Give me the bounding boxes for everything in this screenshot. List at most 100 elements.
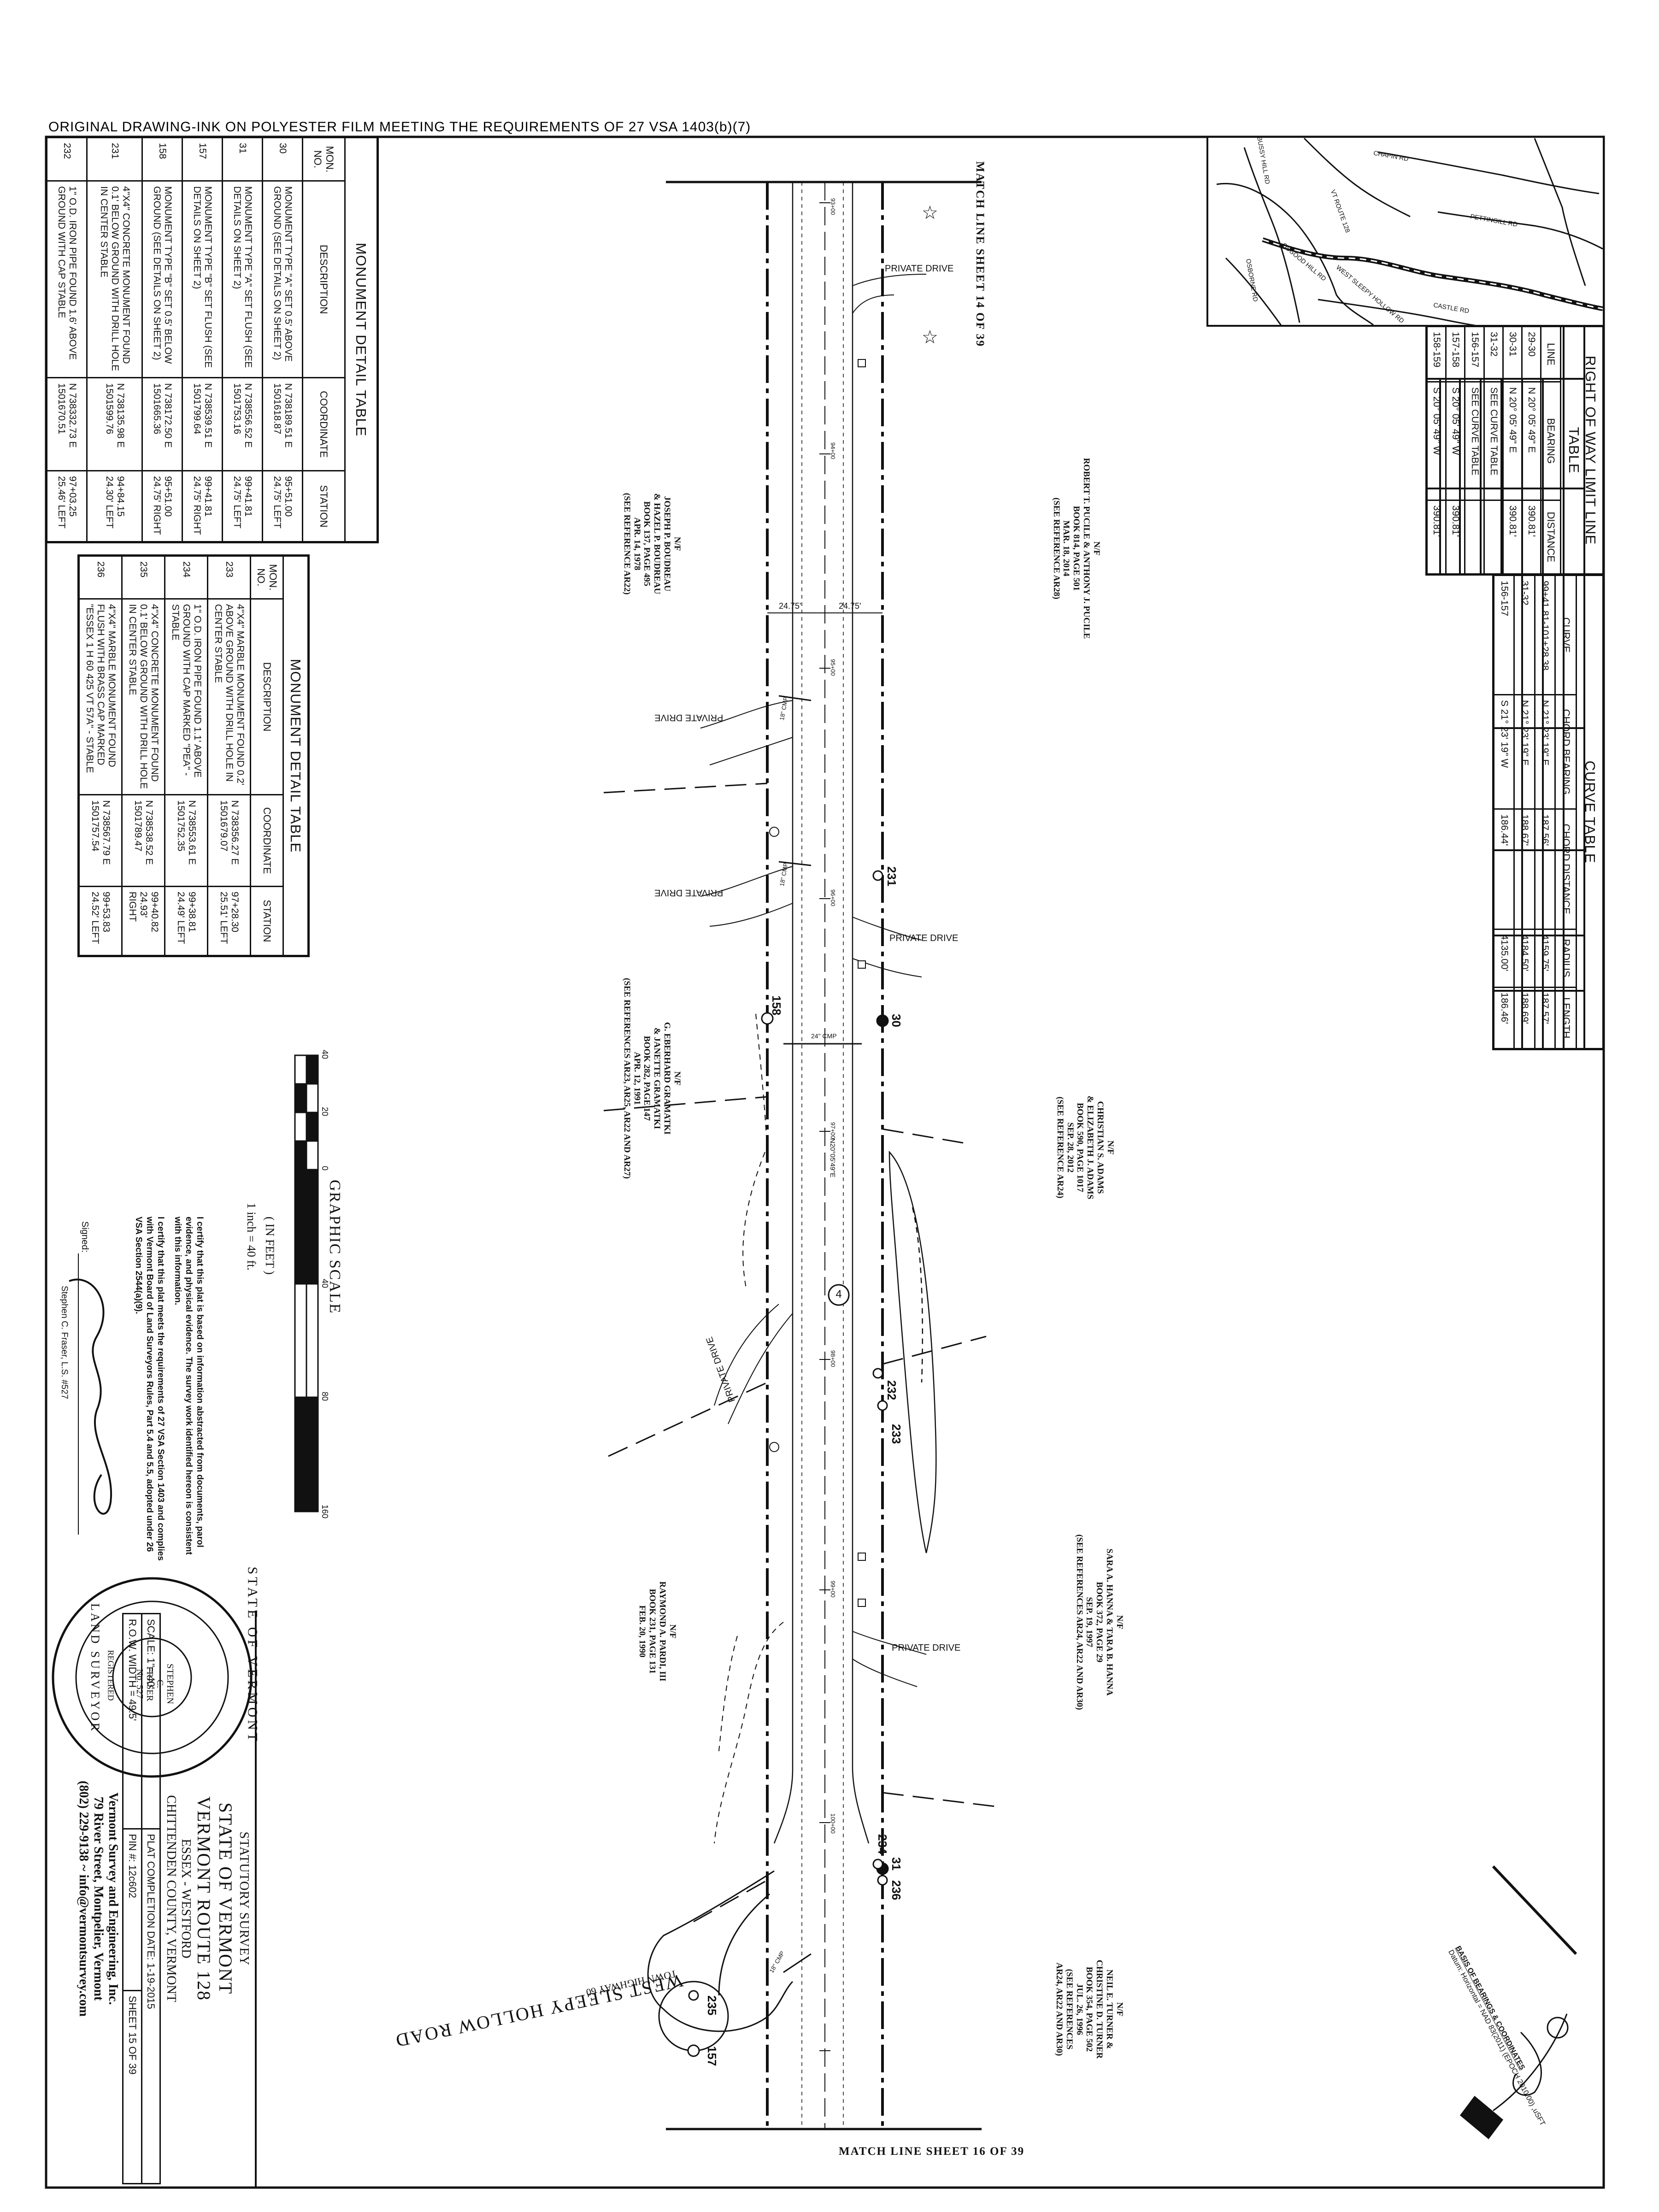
svg-text:☆: ☆	[922, 202, 938, 224]
title-sheet: SHEET 15 OF 39	[123, 1990, 142, 2184]
svg-text:☆: ☆	[922, 327, 938, 348]
dim-label-east: 24.75'	[839, 601, 861, 611]
dim-label-west: 24.75'	[779, 601, 801, 611]
monument-232	[872, 1368, 883, 1379]
utility-poles	[769, 359, 866, 1607]
scale-bar-north	[1492, 1865, 1577, 1955]
certification-block: I certify that this plat is based on inf…	[133, 1217, 206, 1567]
private-drive-label-4: PRIVATE DRIVE	[889, 933, 959, 943]
row-lines	[766, 182, 884, 2129]
title-address: 79 River Street, Montpelier, Vermont	[91, 1796, 106, 2001]
monument-30	[876, 1014, 889, 1027]
graphic-scale-ratio: 1 inch = 40 ft.	[245, 1203, 258, 1271]
private-drive-label-2: PRIVATE DRIVE	[654, 712, 724, 723]
culverts	[778, 695, 862, 1973]
title-state: STATE OF VERMONT	[215, 1802, 236, 1995]
match-line-bottom-label: MATCH LINE SHEET 16 OF 39	[839, 2145, 1025, 2158]
title-contact: (802) 229-9138 ~ info@vermontsurvey.com	[76, 1781, 91, 2017]
private-drive-label-3: PRIVATE DRIVE	[654, 888, 724, 898]
monument-236	[877, 1875, 888, 1886]
location-map-roads	[1216, 137, 1603, 326]
private-drive-lines	[700, 274, 927, 1687]
title-block: STATUTORY SURVEY STATE OF VERMONT VERMON…	[48, 1613, 256, 2184]
monument-table-1-title: MONUMENT DETAIL TABLE	[345, 137, 377, 542]
title-route: VERMONT ROUTE 128	[194, 1796, 214, 2001]
pavement-areas	[888, 1150, 937, 1553]
monument-233	[877, 1400, 888, 1411]
monument-158	[761, 1012, 774, 1025]
route-marker-circle	[828, 1284, 850, 1306]
certification-para-1: I certify that this plat is based on inf…	[173, 1217, 205, 1555]
title-type: STATUTORY SURVEY	[237, 1831, 251, 1966]
centerline-bearing: N20°05'49"E	[829, 1138, 836, 1178]
certification-para-2: I certify that this plat meets the requi…	[134, 1217, 165, 1561]
private-drive-label-6: PRIVATE DRIVE	[892, 1643, 961, 1653]
title-towns: ESSEX - WESTFORD	[179, 1839, 193, 1959]
title-county: CHITTENDEN COUNTY, VERMONT	[164, 1795, 178, 2002]
header-note: ORIGINAL DRAWING-INK ON POLYESTER FILM M…	[48, 119, 751, 135]
sheet-border	[45, 135, 1605, 2189]
location-map-labels: BUSSY HILL RD CHAPIN RD VT ROUTE 128 PET…	[1245, 136, 1518, 325]
station-ticks	[819, 202, 830, 2051]
monument-table-2-title: MONUMENT DETAIL TABLE	[283, 556, 308, 956]
monument-235	[688, 1990, 699, 2001]
title-scale: SCALE: 1"= 40'	[141, 1613, 160, 1829]
curve-table-frame	[1492, 574, 1605, 1050]
monument-231	[872, 870, 883, 881]
surveyor-name: Stephen C. Fraser, L.S. #527	[59, 1286, 69, 1400]
row-limit-table-frame	[1425, 325, 1605, 576]
surveyor-seal	[52, 1577, 253, 1778]
signature	[69, 1278, 112, 1515]
edge-lines	[714, 1013, 784, 1844]
curve-table: CURVE TABLE CURVE CHORD BEARING CHORD DI…	[1493, 575, 1604, 1049]
monument-234	[872, 1859, 883, 1870]
row-limit-table: RIGHT OF WAY LIMIT LINE TABLE LINE BEARI…	[1426, 326, 1604, 575]
graphic-scale-bar	[294, 1054, 319, 1512]
graphic-scale-title: GRAPHIC SCALE	[326, 1180, 343, 1314]
monument-symbols	[687, 870, 889, 2057]
title-company: Vermont Survey and Engineering, Inc.	[106, 1792, 121, 2005]
monument-157	[687, 2044, 700, 2057]
match-line-top-label: MATCH LINE SHEET 14 OF 39	[974, 161, 986, 347]
signed-label: Signed:	[80, 1221, 90, 1253]
west-sleepy-hollow-road	[647, 1870, 794, 2052]
private-drive-label-1: PRIVATE DRIVE	[885, 264, 954, 274]
title-completion: PLAT COMPLETION DATE: 1-19-2015	[141, 1829, 160, 2184]
tree-symbols: ☆ ☆	[922, 202, 938, 348]
graphic-scale-unit: ( IN FEET )	[263, 1217, 276, 1275]
title-pin: PIN #: 12c602	[123, 1829, 142, 1991]
location-map-route128-dash	[1262, 239, 1603, 310]
north-arrow	[1459, 2013, 1569, 2140]
curve-table-title: CURVE TABLE	[1576, 575, 1603, 1049]
monument-table-2: MONUMENT DETAIL TABLE MON. NO. DESCRIPTI…	[78, 555, 309, 956]
property-lines	[603, 782, 996, 1923]
title-row-width: R.O.W. WIDTH = 49.5'	[123, 1613, 142, 1829]
